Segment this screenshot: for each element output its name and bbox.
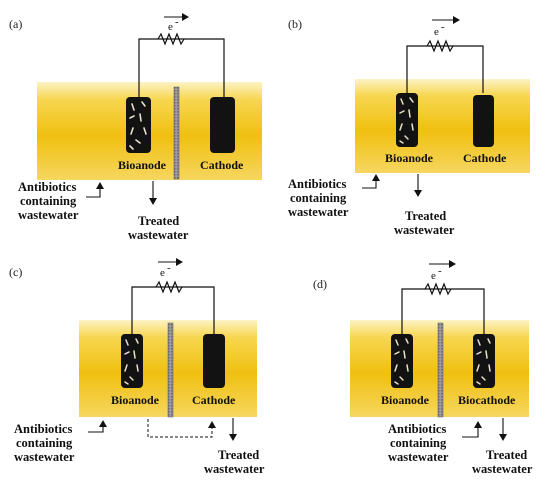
panel-b-bioanode-label: Bioanode (385, 151, 434, 165)
panel-b-inlet-arrow-icon (362, 174, 380, 189)
panel-c-electron-label: e (160, 267, 165, 279)
panel-b-bacteria (399, 97, 414, 144)
panel-c-bioanode-electrode (121, 334, 143, 388)
panel-a-inlet-arrow-icon (86, 182, 104, 198)
panel-c-cathode-electrode (203, 334, 225, 388)
panel-b: (b) e - Bioanode Cathode Antibiotics con… (288, 16, 530, 237)
panel-a-bioanode-label: Bioanode (118, 158, 167, 172)
panel-c-inlet-line3: wastewater (14, 450, 75, 464)
panel-c-electron-charge: - (167, 262, 171, 274)
panel-d-electron-charge: - (438, 265, 442, 277)
panel-d-inlet-arrow-icon (462, 421, 482, 438)
panel-c-inlet-arrow-icon (88, 420, 107, 433)
panel-a-membrane (173, 86, 180, 180)
panel-a-electron-label: e (168, 21, 173, 33)
panel-b-cathode-electrode (473, 95, 494, 147)
panel-c: (c) e - Bioanode Cathode Antibiotics con… (9, 258, 265, 476)
panel-c-cathode-label: Cathode (192, 393, 236, 407)
panel-d-biocathode-label: Biocathode (458, 393, 516, 407)
panel-c-outlet-line1: Treated (218, 448, 259, 462)
panel-b-outlet-line2: wastewater (394, 223, 455, 237)
panel-a-circuit-wire (138, 38, 225, 97)
panel-a-bioanode-electrode (126, 97, 151, 153)
panel-b-tag: (b) (288, 17, 302, 31)
panel-d-inlet-line3: wastewater (388, 450, 449, 464)
panel-d-inlet-line1: Antibiotics (388, 422, 446, 436)
panel-a-outlet-line1: Treated (138, 214, 179, 228)
panel-c-outlet-line2: wastewater (204, 462, 265, 476)
panel-a: (a) e - Bioanode Cathode Antibiotics con… (9, 13, 262, 242)
panel-d-resistor-icon (424, 282, 452, 296)
panel-d-outlet-line2: wastewater (472, 462, 533, 476)
panel-a-bacteria (129, 101, 147, 150)
panel-d-tag: (d) (313, 277, 327, 291)
panel-d-inlet-line2: containing (390, 436, 447, 450)
panel-c-membrane (167, 322, 174, 418)
panel-a-resistor-icon (157, 32, 185, 46)
panel-d-electron-label: e (431, 270, 436, 282)
panel-d-bioanode-label: Bioanode (381, 393, 430, 407)
panel-d-bioanode-electrode (391, 334, 413, 388)
panel-c-resistor-icon (155, 280, 183, 294)
panel-b-inlet-line2: containing (290, 191, 347, 205)
panel-c-bioanode-label: Bioanode (111, 393, 160, 407)
panel-a-cathode-label: Cathode (200, 158, 244, 172)
panel-c-recirculation-arrow-icon (147, 419, 216, 438)
panel-a-tag: (a) (9, 17, 22, 31)
panel-a-cathode-electrode (210, 97, 235, 153)
panel-c-inlet-line2: containing (16, 436, 73, 450)
panel-b-resistor-icon (426, 39, 454, 53)
panel-b-outlet-line1: Treated (405, 209, 446, 223)
panel-a-outlet-line2: wastewater (128, 228, 189, 242)
panel-b-electrolyte-tank (355, 79, 530, 173)
panel-a-electron-charge: - (175, 16, 179, 28)
panel-a-inlet-line3: wastewater (18, 208, 79, 222)
panel-d-anode-bacteria (394, 338, 409, 385)
panel-c-tag: (c) (9, 265, 22, 279)
panel-d: (d) e - Bioanode Biocathode Antibiotics … (313, 260, 533, 476)
panel-a-inlet-line1: Antibiotics (18, 180, 76, 194)
panel-b-electron-charge: - (441, 21, 445, 33)
panel-b-inlet-line3: wastewater (288, 205, 349, 219)
panel-a-inlet-line2: containing (20, 194, 77, 208)
panel-b-bioanode-electrode (396, 93, 418, 147)
panel-b-cathode-label: Cathode (463, 151, 507, 165)
panel-b-circuit-wire (406, 45, 484, 93)
panel-d-circuit-wire (401, 288, 485, 334)
panel-d-cathode-bacteria (476, 338, 491, 385)
panel-b-electron-label: e (434, 26, 439, 38)
panel-d-biocathode-electrode (473, 334, 495, 388)
panel-b-inlet-line1: Antibiotics (288, 177, 346, 191)
panel-d-membrane (437, 322, 444, 418)
panel-c-bacteria (124, 338, 139, 385)
panel-d-outlet-line1: Treated (486, 448, 527, 462)
panel-c-inlet-line1: Antibiotics (14, 422, 72, 436)
